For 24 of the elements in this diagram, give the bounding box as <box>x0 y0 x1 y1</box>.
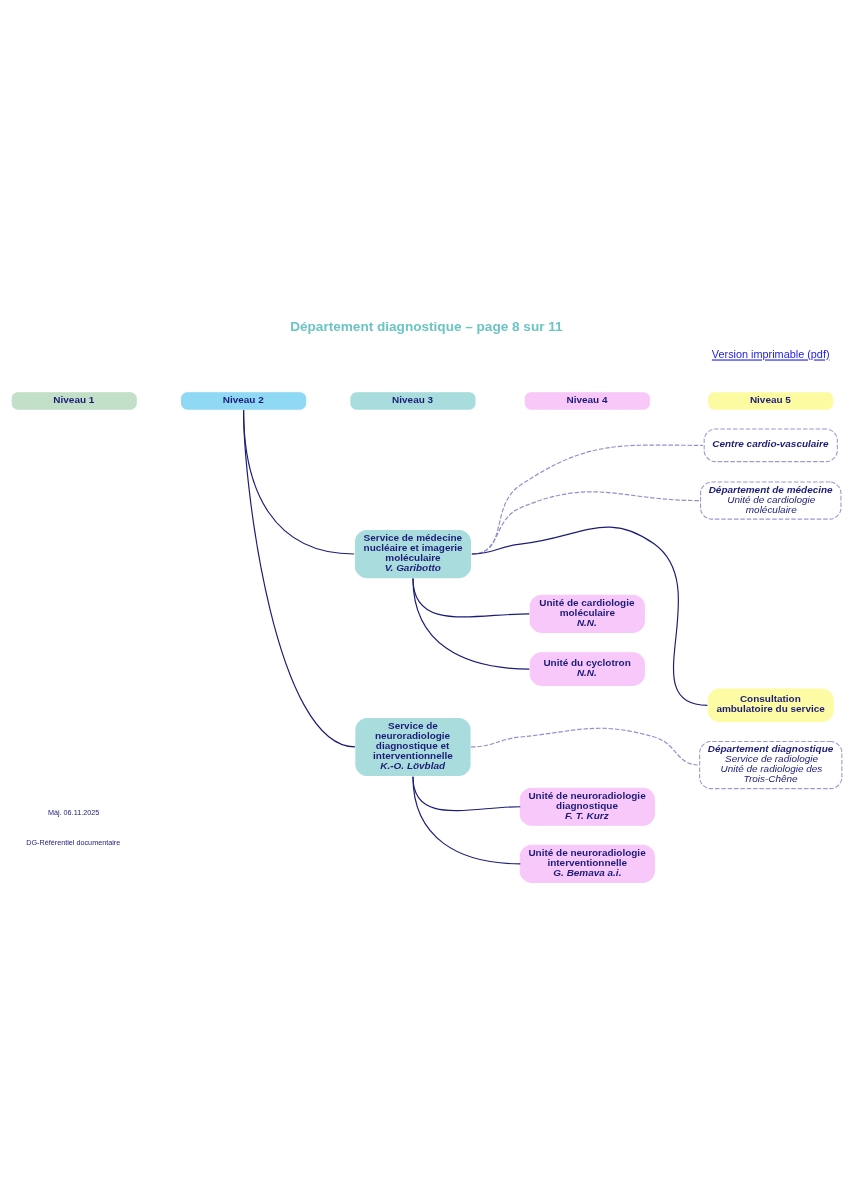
label: Version imprimable (pdf) <box>711 348 830 361</box>
node-box: Niveau 4 <box>524 392 650 410</box>
label: Màj. 06.11.2025 <box>47 807 100 817</box>
node-box: Niveau 5 <box>708 392 834 410</box>
connector <box>412 577 530 670</box>
node-box: Niveau 2 <box>181 392 307 410</box>
node-box: Centre cardio-vasculaire <box>703 428 838 463</box>
node-box: Unité du cyclotron N.N. <box>529 652 645 686</box>
node-box: Service de neuroradiologie diagnostique et interventionnelle K.-O. Lövblad <box>355 717 471 777</box>
connector <box>243 409 356 748</box>
node-box: Service de médecine nucléaire et imagerie moléculaire V. Garibotto <box>354 529 472 579</box>
diagram-title: Département diagnostique – page 8 sur 11 <box>290 319 563 335</box>
node-box: Unité de neuroradiologie interventionnelle G. Bemava a.i. <box>519 844 655 883</box>
label: DG-Référentiel documentaire <box>26 837 121 847</box>
node-box: Département de médecine Unité de cardiologie moléculaire <box>700 481 842 520</box>
node-box: Consultation ambulatoire du service <box>707 688 834 723</box>
node-box: Niveau 3 <box>350 392 476 410</box>
connector <box>471 526 708 706</box>
node-box: Département diagnostique Service de radiologie Unité de radiologie des Trois-Chêne <box>699 741 843 790</box>
node-box: Unité de cardiologie moléculaire N.N. <box>529 594 645 633</box>
node-box: Unité de neuroradiologie diagnostique F. T. Kurz <box>519 787 655 826</box>
node-box: Niveau 1 <box>11 392 137 410</box>
connector <box>412 776 521 865</box>
connector <box>470 727 701 766</box>
